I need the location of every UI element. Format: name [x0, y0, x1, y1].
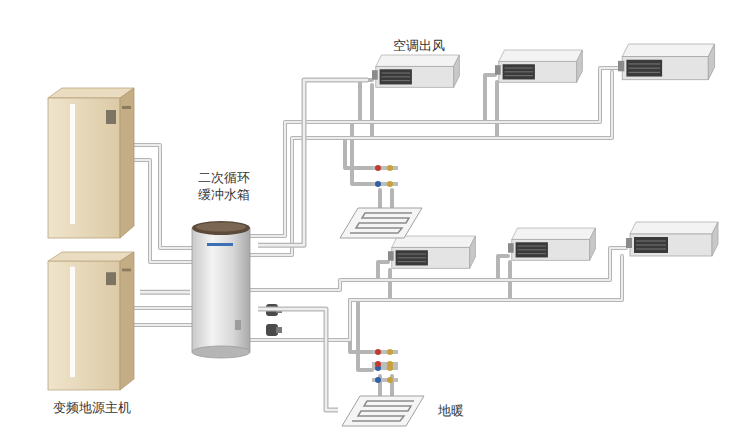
pipe-connector: [258, 80, 368, 245]
node-label: 地暖: [438, 403, 464, 420]
pipe: [390, 190, 394, 210]
manifold: [372, 349, 398, 371]
pipe: [134, 306, 192, 310]
pipe-core: [140, 291, 190, 294]
ac-outlet-group: 空调出风: [368, 36, 720, 94]
pipe: [350, 300, 372, 352]
pipe: [358, 300, 372, 370]
pipe-outline: [258, 80, 368, 245]
pipe: [388, 270, 392, 300]
floor-heating-group: 地暖: [338, 392, 468, 430]
pipe: [378, 190, 382, 210]
buffer-tank-body: [192, 221, 250, 358]
heat-pump-group: 变频地源主机: [44, 84, 140, 419]
pipe-connector: [140, 292, 190, 293]
pipe: [250, 72, 612, 255]
floor-heating-coil: [342, 396, 424, 426]
ducted-ac-unit: [626, 222, 718, 256]
node-label: 空调出风: [393, 38, 445, 55]
floor-heating-coil: [340, 208, 422, 238]
pipe: [485, 75, 495, 122]
heat-pump-unit: [48, 252, 134, 390]
pipe-core: [258, 309, 338, 410]
pipe: [378, 262, 388, 280]
ducted-ac-unit: [388, 236, 475, 268]
pipe: [352, 122, 372, 184]
pipe-outline: [258, 309, 338, 410]
manifold: [372, 361, 398, 383]
buffer-tank: 二次循环 缓冲水箱: [190, 170, 258, 358]
manifold: [372, 165, 398, 187]
pipe: [134, 323, 192, 327]
pipe: [498, 256, 508, 280]
node-label: 变频地源主机: [53, 400, 131, 417]
ducted-ac-unit: [495, 50, 582, 82]
pipe: [495, 82, 499, 138]
node-label: 二次循环 缓冲水箱: [190, 170, 258, 204]
ducted-ac-unit: [508, 228, 595, 260]
pipe-core: [258, 80, 368, 245]
pipe: [345, 138, 372, 168]
pipe-connector: [258, 309, 338, 410]
pipe-outline: [140, 290, 190, 295]
pipe: [134, 160, 192, 262]
ducted-ac-unit: [618, 44, 715, 80]
pipe-network: [134, 68, 626, 396]
heat-pump-unit: [48, 88, 134, 238]
ducted-ac-unit: [372, 55, 459, 87]
pipe: [370, 85, 374, 138]
